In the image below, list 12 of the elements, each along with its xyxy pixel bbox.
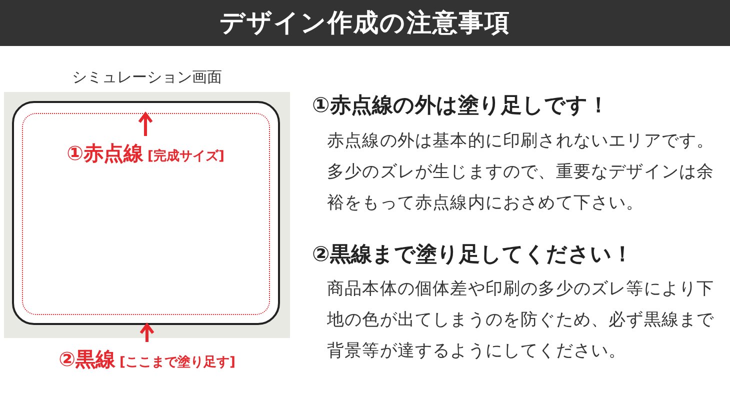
panel-caption: シミュレーション画面 <box>72 67 222 88</box>
section-text: 商品本体の個体差や印刷の多少のズレ等により下地の色が出てしまうのを防ぐため、必ず黒線まで背景等が達するようにしてください。 <box>327 278 716 363</box>
section-heading: ①赤点線の外は塗り足しです！ <box>312 92 610 119</box>
arrow <box>138 112 153 136</box>
section-text: 赤点線の外は基本的に印刷されないエリアです。多少のズレが生じますので、重要なデザインは余裕をもって赤点線内におさめて下さい。 <box>327 130 716 214</box>
arrow <box>140 324 154 342</box>
section-heading: ②黒線まで塗り足してください！ <box>312 240 634 268</box>
callout-note: [完成サイズ] <box>148 148 224 166</box>
callout-label: ②黒線 <box>58 346 116 373</box>
callout-label: ①赤点線 <box>66 140 144 167</box>
page-title: デザイン作成の注意事項 <box>220 7 510 40</box>
callout-note: [ここまで塗り足す] <box>120 354 236 372</box>
